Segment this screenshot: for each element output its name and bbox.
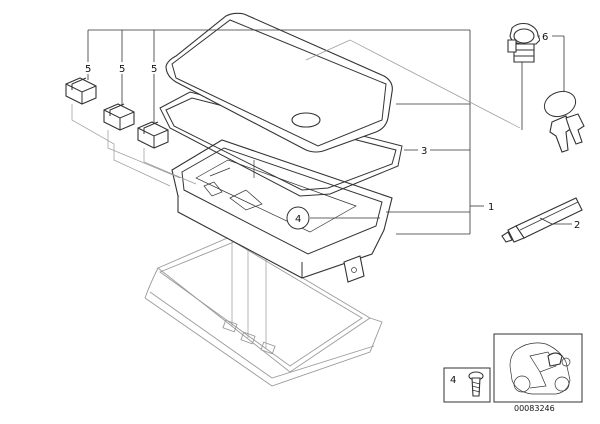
callout-box-assembly: 1: [488, 202, 494, 213]
lid: [165, 12, 393, 153]
main-box: [171, 139, 393, 283]
screw-icon: [468, 371, 484, 397]
callout-pad-3: 5: [151, 64, 157, 75]
rubber-pads: [65, 77, 169, 149]
callout-lock: 6: [542, 32, 548, 43]
callout-pad-1: 5: [85, 64, 91, 75]
callout-screw: 4: [295, 214, 301, 225]
callout-tube: 2: [574, 220, 580, 231]
leader-lines: [71, 29, 572, 235]
inset-vehicle-locator: [493, 333, 583, 403]
rubber-pad-1: [65, 77, 97, 105]
rubber-pad-3: [137, 121, 169, 149]
motorcycle-icon: [509, 342, 571, 395]
tube: [501, 197, 583, 243]
inset-screw-box: 4: [443, 367, 491, 403]
callout-lid-seal: 3: [421, 146, 427, 157]
inset-screw-callout: 4: [450, 375, 456, 386]
rubber-pad-2: [103, 103, 135, 131]
callout-labels: 5 5 5 6 3 1 2 4: [82, 30, 580, 231]
document-number: 00083246: [514, 404, 555, 413]
callout-pad-2: 5: [119, 64, 125, 75]
lock-assembly: [507, 22, 585, 153]
